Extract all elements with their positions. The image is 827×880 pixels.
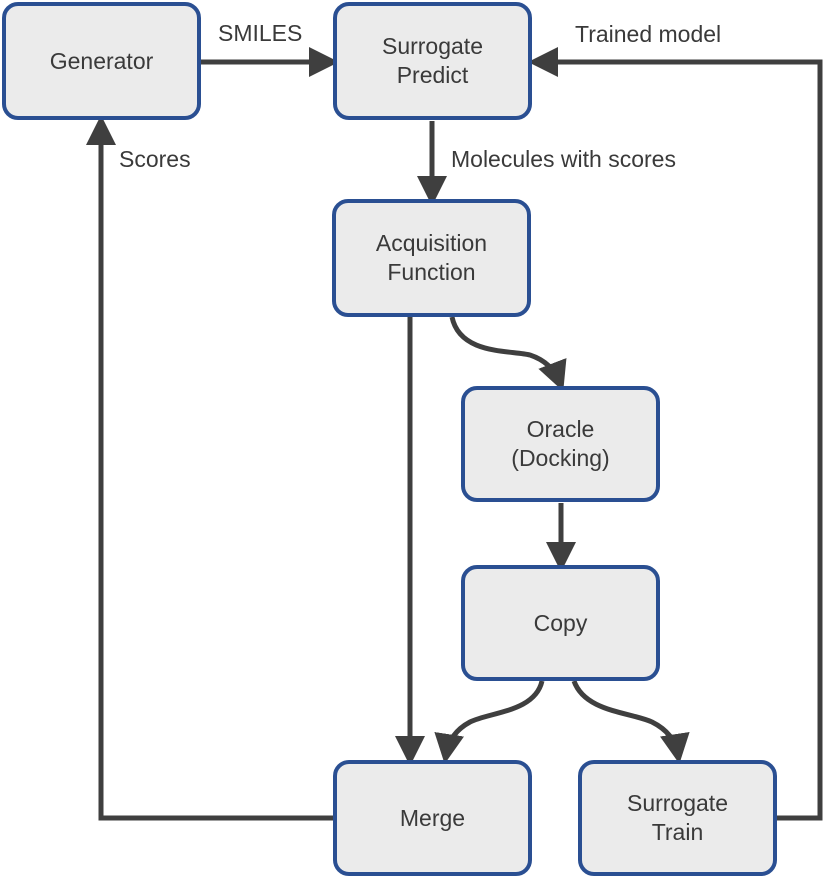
node-acquisition-function: Acquisition Function: [332, 199, 531, 317]
node-surrogate-predict: Surrogate Predict: [333, 2, 532, 120]
node-copy-label: Copy: [533, 609, 588, 636]
edge-label-scores: Scores: [119, 146, 191, 172]
node-surrogate-train: Surrogate Train: [578, 760, 777, 876]
node-acquisition-function-label: Acquisition Function: [375, 230, 488, 285]
node-surrogate-predict-label: Surrogate Predict: [381, 33, 483, 88]
node-oracle: Oracle (Docking): [461, 386, 660, 502]
node-generator: Generator: [2, 2, 201, 120]
edge-merge-to-generator: [86, 114, 333, 821]
node-merge-label: Merge: [399, 804, 466, 831]
edge-copy-to-merge: [434, 680, 545, 764]
edge-acquisition-to-oracle: [449, 316, 567, 392]
edge-label-trained-model: Trained model: [575, 21, 722, 47]
edge-label-molecules-with-scores: Molecules with scores: [451, 146, 676, 172]
node-merge: Merge: [333, 760, 532, 876]
node-surrogate-train-label: Surrogate Train: [626, 790, 728, 845]
edge-label-smiles: SMILES: [218, 20, 303, 46]
node-generator-label: Generator: [49, 47, 154, 74]
edge-surrogate-train-to-surrogate-predict: [527, 47, 823, 821]
edge-copy-to-surrogate-train: [571, 679, 690, 764]
node-oracle-label: Oracle (Docking): [511, 416, 610, 471]
node-copy: Copy: [461, 565, 660, 681]
